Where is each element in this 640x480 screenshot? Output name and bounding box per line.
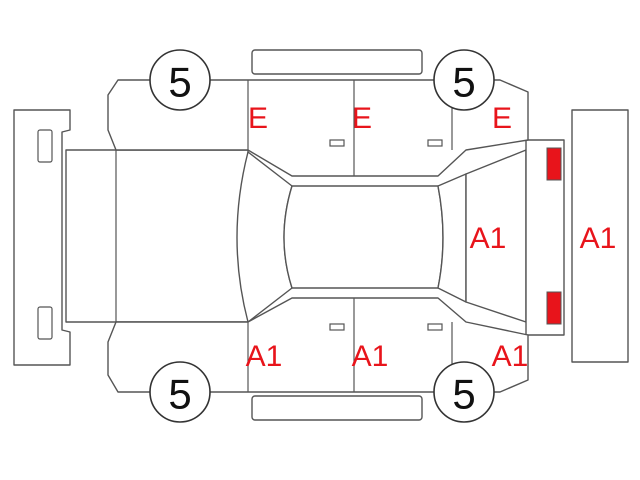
- damage-top-front-door: E: [248, 102, 268, 135]
- damage-top-rear-door: E: [352, 102, 372, 135]
- tire-tread-value: 5: [452, 59, 475, 106]
- tire-tread-value: 5: [168, 371, 191, 418]
- tire-front-right: 5: [149, 361, 211, 423]
- tire-front-left: 5: [149, 49, 211, 111]
- taillight-right: [546, 291, 562, 325]
- tire-rear-right: 5: [433, 361, 495, 423]
- bottom-side-skirt: [251, 395, 423, 421]
- rear-gate: [525, 139, 565, 336]
- damage-rear-bumper: A1: [580, 222, 617, 255]
- taillight-left: [546, 147, 562, 181]
- damage-top-rear-fender: E: [492, 102, 512, 135]
- tire-tread-value: 5: [452, 371, 475, 418]
- roof: [283, 185, 444, 289]
- damage-bottom-rear-fender: A1: [492, 340, 529, 373]
- damage-bottom-front-door: A1: [246, 340, 283, 373]
- tire-tread-value: 5: [168, 59, 191, 106]
- rear-window: [437, 173, 467, 303]
- front-bumper: [13, 109, 71, 366]
- rear-bumper: [571, 109, 629, 363]
- top-side-skirt: [251, 49, 423, 75]
- hood: [65, 149, 249, 323]
- damage-rear-hatch: A1: [470, 222, 507, 255]
- damage-bottom-rear-door: A1: [352, 340, 389, 373]
- tire-rear-left: 5: [433, 49, 495, 111]
